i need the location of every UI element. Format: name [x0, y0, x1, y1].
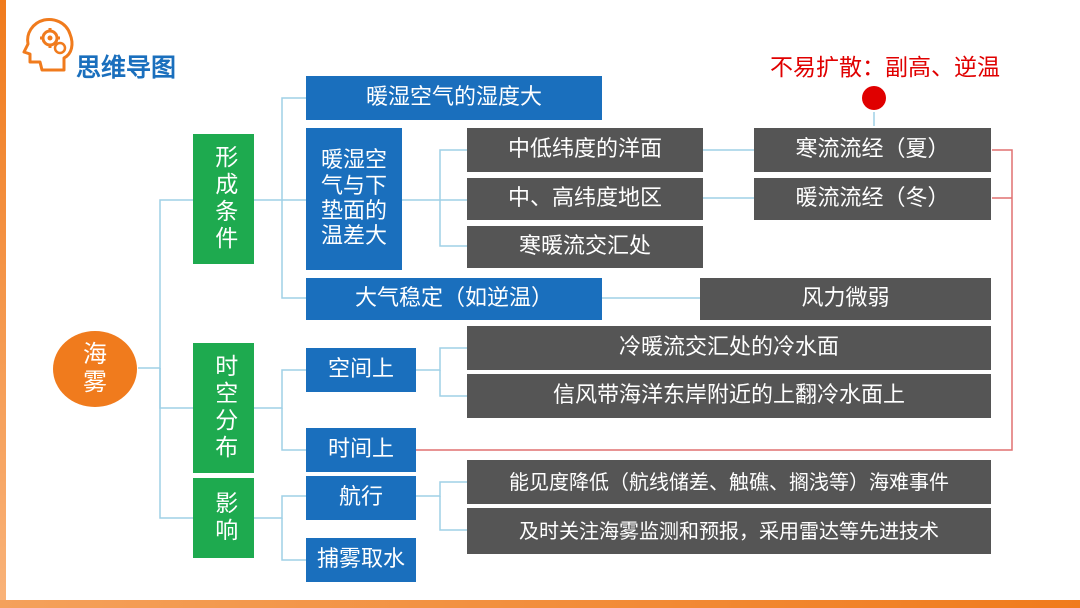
node-time: 时间上 [306, 428, 416, 472]
head-gears-icon [22, 18, 74, 72]
red-dot-marker [862, 86, 886, 110]
node-mid-low-lat: 中低纬度的洋面 [467, 128, 703, 172]
node-visibility: 能见度降低（航线储差、触礁、搁浅等）海难事件 [467, 460, 991, 504]
node-stable: 大气稳定（如逆温） [306, 278, 602, 320]
node-water: 捕雾取水 [306, 538, 416, 582]
left-accent-bar [0, 0, 6, 608]
node-humid: 暖湿空气的湿度大 [306, 76, 602, 120]
category-distribution: 时空分布 [193, 343, 254, 473]
category-formation: 形成条件 [193, 134, 254, 264]
node-tempdiff: 暖湿空 气与下 垫面的 温差大 [306, 128, 402, 270]
node-navigation: 航行 [306, 476, 416, 520]
node-mid-high-lat: 中、高纬度地区 [467, 178, 703, 220]
node-monitor: 及时关注海雾监测和预报，采用雷达等先进技术 [467, 508, 991, 554]
node-cold-water: 冷暖流交汇处的冷水面 [467, 326, 991, 370]
root-label: 海 雾 [83, 340, 107, 396]
root-node: 海 雾 [53, 331, 137, 407]
annotation-text: 不易扩散：副高、逆温 [770, 55, 1000, 81]
category-impact: 影响 [193, 478, 254, 558]
node-current-meet: 寒暖流交汇处 [467, 226, 703, 268]
bottom-accent-bar [0, 600, 1080, 608]
node-space: 空间上 [306, 348, 416, 392]
node-trade-wind: 信风带海洋东岸附近的上翻冷水面上 [467, 374, 991, 418]
category-impact-label: 影响 [210, 491, 237, 545]
category-distribution-label: 时空分布 [210, 354, 237, 462]
node-warm-current: 暖流流经（冬） [754, 178, 991, 220]
category-formation-label: 形成条件 [210, 145, 237, 253]
node-weak-wind: 风力微弱 [700, 278, 991, 320]
node-cold-current: 寒流流经（夏） [754, 128, 991, 172]
page-title: 思维导图 [76, 53, 177, 82]
